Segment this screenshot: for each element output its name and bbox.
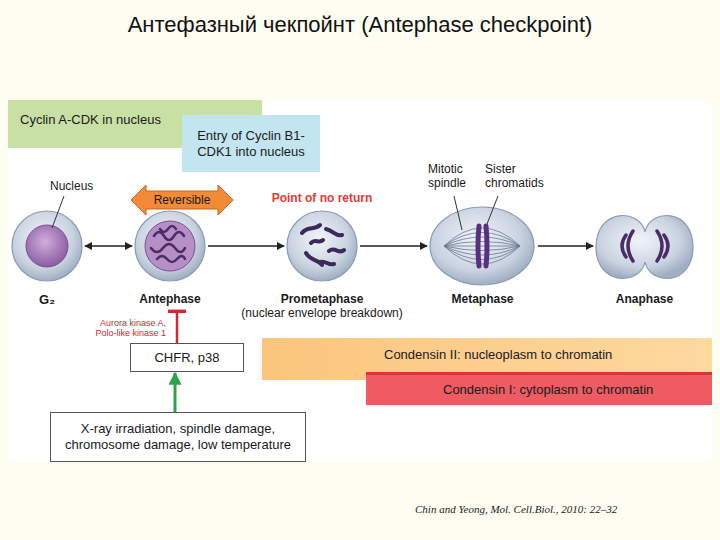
stage-label: G₂ bbox=[39, 292, 55, 308]
stage-label: Anaphase bbox=[616, 292, 673, 306]
chromosomes bbox=[302, 225, 344, 265]
node-text: X-ray irradiation, spindle damage, chrom… bbox=[59, 421, 297, 452]
double-arrow bbox=[131, 185, 233, 215]
cell: Metaphase bbox=[430, 207, 535, 285]
chromatin bbox=[151, 226, 185, 262]
arrow-connector bbox=[360, 245, 427, 246]
page-title: Антефазный чекпойнт (Antephase checkpoin… bbox=[0, 12, 720, 38]
callout-label: Nucleus bbox=[50, 180, 130, 194]
inhibition-connector bbox=[176, 311, 179, 343]
cell: G₂ bbox=[12, 211, 82, 281]
anaphase-cell bbox=[596, 216, 693, 279]
citation: Chin and Yeong, Mol. Cell.Biol., 2010: 2… bbox=[415, 503, 617, 515]
cell: Antephase bbox=[135, 211, 205, 281]
leader-line bbox=[52, 196, 64, 228]
metaphase-cell bbox=[430, 207, 534, 285]
node-text: Condensin II: nucleoplasm to chromatin bbox=[384, 347, 612, 363]
spindle-fiber bbox=[444, 246, 520, 260]
arrow-connector bbox=[174, 373, 177, 412]
cell-label: Metaphase bbox=[451, 292, 513, 306]
spindle-fiber bbox=[444, 242, 520, 247]
cell-label: Prometaphase(nuclear envelope breakdown) bbox=[241, 292, 402, 321]
cell-label: G₂ bbox=[39, 292, 55, 308]
leader-line bbox=[487, 196, 498, 224]
process-box: X-ray irradiation, spindle damage, chrom… bbox=[50, 412, 306, 462]
arrow-connector bbox=[85, 245, 132, 246]
node-text: Reversible bbox=[154, 193, 211, 207]
checkpoint-note: Point of no return bbox=[252, 192, 392, 206]
spindle-fiber bbox=[444, 246, 520, 247]
diagram-ground bbox=[8, 100, 712, 462]
entry-box: Entry of Cyclin B1-CDK1 into nucleus bbox=[182, 115, 320, 172]
spindle-fiber bbox=[444, 246, 520, 264]
cell: Prometaphase(nuclear envelope breakdown) bbox=[287, 211, 357, 281]
cell: Anaphase bbox=[596, 212, 693, 282]
reversible-arrow: Reversible bbox=[130, 184, 234, 216]
prometaphase-cell bbox=[287, 211, 357, 281]
spindle-fiber bbox=[444, 246, 520, 251]
inhibitor-label: Aurora kinase A, Polo-like kinase 1 bbox=[88, 318, 166, 339]
arrow-connector bbox=[538, 245, 593, 246]
sister-chromatids bbox=[478, 226, 487, 266]
node-text: Cyclin A-CDK in nucleus bbox=[20, 112, 161, 128]
stage-label: Metaphase bbox=[451, 292, 513, 306]
leader-line bbox=[454, 196, 462, 230]
spindle-fiber bbox=[444, 233, 520, 247]
callout-label: Mitotic spindle bbox=[428, 163, 480, 191]
chromosomes bbox=[622, 231, 668, 261]
cell-label: Anaphase bbox=[616, 292, 673, 306]
cell-label: Antephase bbox=[139, 292, 200, 306]
nucleus bbox=[26, 225, 68, 267]
arrow-connector bbox=[208, 245, 284, 246]
stage-label: Antephase bbox=[139, 292, 200, 306]
spindle-fiber bbox=[444, 228, 520, 246]
stage-label: (nuclear envelope breakdown) bbox=[241, 306, 402, 320]
node-text: CHFR, p38 bbox=[154, 350, 219, 366]
g2-cell bbox=[12, 211, 82, 281]
process-box: CHFR, p38 bbox=[130, 343, 244, 372]
spindle-fiber bbox=[444, 246, 520, 255]
stage-label: Prometaphase bbox=[241, 292, 402, 306]
condensin-band: Condensin I: cytoplasm to chromatin bbox=[366, 372, 712, 405]
mitotic-spindle bbox=[444, 228, 520, 264]
spindle-fiber bbox=[444, 237, 520, 246]
node-text: Condensin I: cytoplasm to chromatin bbox=[443, 382, 653, 398]
node-text: Entry of Cyclin B1-CDK1 into nucleus bbox=[190, 128, 312, 159]
antephase-cell bbox=[135, 211, 205, 281]
nucleus bbox=[145, 221, 195, 271]
callout-label: Sister chromatids bbox=[485, 163, 555, 191]
